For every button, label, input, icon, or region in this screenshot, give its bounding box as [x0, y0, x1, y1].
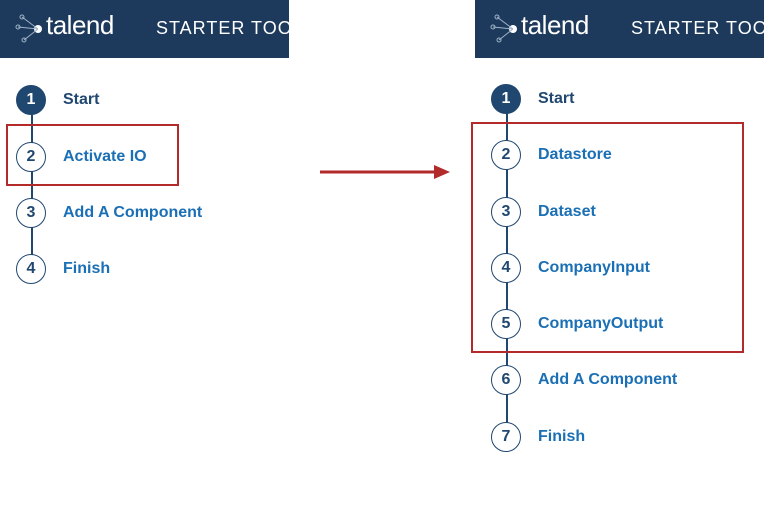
brand-name: talend [521, 10, 589, 40]
step-number: 3 [491, 197, 521, 227]
step-add-component[interactable]: 6 Add A Component [491, 365, 751, 395]
step-number: 2 [16, 142, 46, 172]
page-title: STARTER TOOL [631, 18, 764, 38]
step-number: 1 [491, 84, 521, 114]
step-finish[interactable]: 7 Finish [491, 422, 751, 452]
talend-logo-icon [490, 14, 517, 43]
step-number: 4 [491, 253, 521, 283]
highlight-box [471, 122, 744, 353]
step-number: 4 [16, 254, 46, 284]
step-label: Finish [63, 260, 111, 277]
step-number: 1 [16, 85, 46, 115]
step-label: Add A Component [63, 204, 203, 221]
app-header: talend STARTER TOOL [475, 0, 764, 58]
step-start[interactable]: 1 Start [16, 85, 276, 115]
step-company-output[interactable]: 5 CompanyOutput [491, 309, 751, 339]
page-title: STARTER TOOL [156, 18, 289, 38]
step-number: 5 [491, 309, 521, 339]
step-datastore[interactable]: 2 Datastore [491, 140, 751, 170]
arrow-right-icon [320, 165, 450, 179]
step-company-input[interactable]: 4 CompanyInput [491, 253, 751, 283]
step-add-component[interactable]: 3 Add A Component [16, 198, 276, 228]
step-label: Start [63, 91, 100, 108]
step-label: Finish [538, 428, 586, 445]
step-number: 7 [491, 422, 521, 452]
before-panel: talend STARTER TOOL 1 Start 2 Activate I… [0, 0, 289, 360]
brand-name: talend [46, 10, 114, 40]
step-label: Add A Component [538, 371, 678, 388]
step-activate-io[interactable]: 2 Activate IO [16, 142, 276, 172]
step-label: CompanyOutput [538, 315, 664, 332]
step-start[interactable]: 1 Start [491, 84, 751, 114]
app-header: talend STARTER TOOL [0, 0, 289, 58]
after-panel: talend STARTER TOOL 1 Start 2 Datastore … [471, 0, 764, 518]
step-label: Dataset [538, 203, 596, 220]
step-label: CompanyInput [538, 259, 650, 276]
step-number: 6 [491, 365, 521, 395]
step-label: Start [538, 90, 575, 107]
step-dataset[interactable]: 3 Dataset [491, 197, 751, 227]
step-number: 2 [491, 140, 521, 170]
highlight-box [6, 124, 179, 186]
talend-logo-icon [15, 14, 42, 43]
step-label: Activate IO [63, 148, 147, 165]
step-finish[interactable]: 4 Finish [16, 254, 276, 284]
step-number: 3 [16, 198, 46, 228]
step-label: Datastore [538, 146, 612, 163]
